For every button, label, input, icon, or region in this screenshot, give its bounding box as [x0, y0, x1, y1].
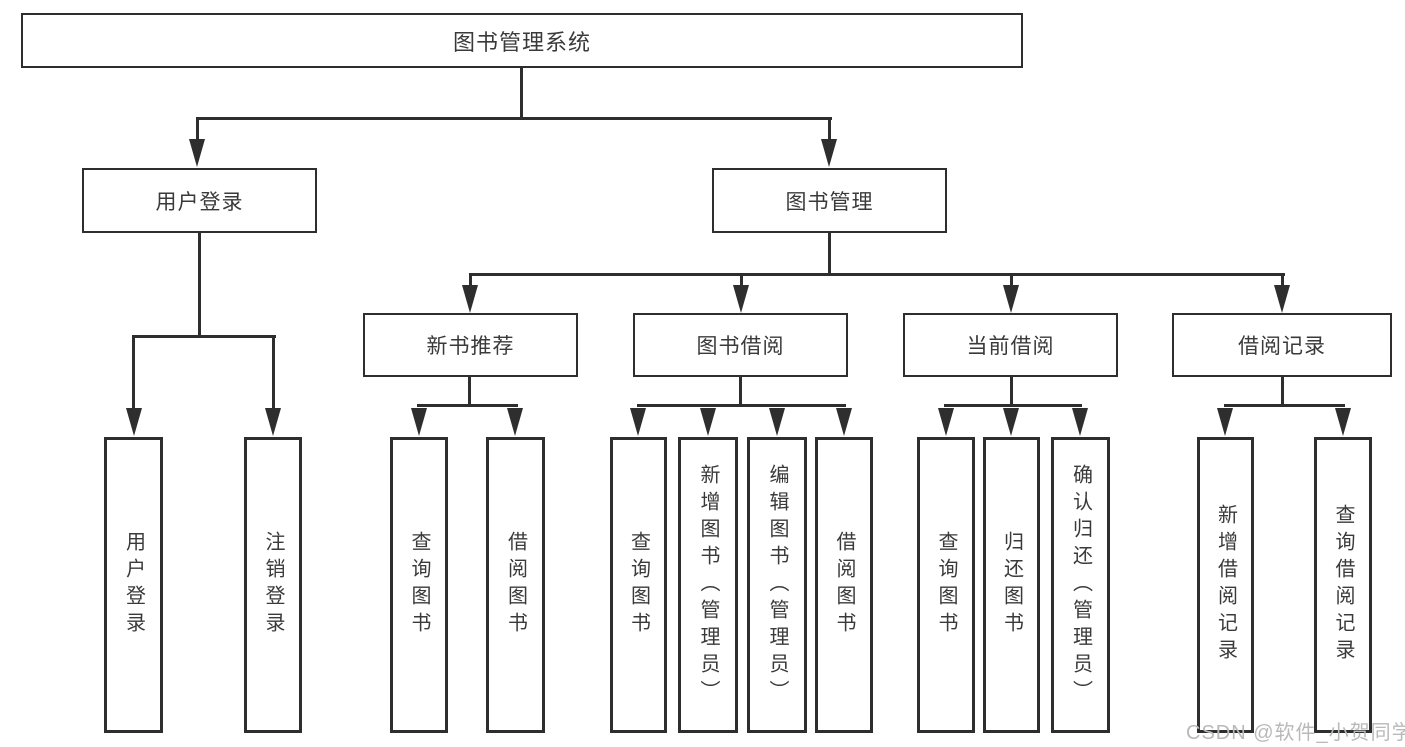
connector-branch	[1224, 404, 1345, 407]
node-label: 编辑图书（管理员）	[766, 463, 788, 707]
node-leaf-confirm-return-admin: 确认归还（管理员）	[1051, 437, 1110, 733]
connector-user-login-stem	[198, 233, 201, 337]
node-leaf-user-login: 用户登录	[104, 437, 163, 733]
arrow-down-icon	[821, 139, 837, 167]
node-leaf-borrow-book-1: 借阅图书	[486, 437, 545, 733]
connector-stem	[1281, 375, 1284, 406]
arrow-down-icon	[700, 408, 716, 436]
arrow-down-icon	[836, 408, 852, 436]
arrow-down-icon	[769, 408, 785, 436]
arrow-down-icon	[507, 408, 523, 436]
node-label: 借阅图书	[504, 531, 527, 639]
arrow-down-icon	[265, 408, 281, 436]
node-label: 用户登录	[155, 190, 244, 214]
node-leaf-borrow-book-2: 借阅图书	[815, 437, 873, 733]
connector-branch	[417, 404, 518, 407]
node-leaf-query-books-2: 查询图书	[610, 437, 667, 733]
connector-book-mgmt-branch	[469, 273, 1285, 276]
connector-root-stem	[520, 68, 523, 118]
connector-stem	[739, 375, 742, 406]
arrow-down-icon	[1335, 408, 1351, 436]
connector-root-branch	[196, 117, 832, 120]
node-label: 新增借阅记录	[1214, 504, 1237, 666]
node-label: 当前借阅	[966, 335, 1055, 358]
node-leaf-edit-book-admin: 编辑图书（管理员）	[747, 437, 807, 733]
node-label: 图书借阅	[696, 335, 785, 358]
node-label: 图书管理	[785, 190, 874, 214]
connector-stub	[1281, 273, 1284, 287]
connector-branch	[944, 404, 1082, 407]
arrow-down-icon	[462, 285, 478, 313]
node-leaf-query-borrow-record: 查询借阅记录	[1314, 437, 1372, 733]
node-label: 查询图书	[935, 531, 957, 639]
node-label: 查询图书	[408, 531, 430, 639]
node-book-borrowing: 图书借阅	[633, 313, 848, 377]
node-leaf-query-books-1: 查询图书	[390, 437, 448, 733]
node-user-login: 用户登录	[82, 168, 317, 233]
node-book-management: 图书管理	[712, 168, 947, 233]
node-label: 用户登录	[122, 531, 145, 639]
node-leaf-add-book-admin: 新增图书（管理员）	[678, 437, 738, 733]
connector-book-mgmt-stem	[828, 233, 831, 276]
connector-stub	[469, 273, 472, 287]
arrow-down-icon	[1274, 285, 1290, 313]
node-label: 新书推荐	[426, 335, 515, 358]
arrow-down-icon	[1003, 408, 1019, 436]
arrow-down-icon	[630, 408, 646, 436]
arrow-down-icon	[126, 408, 142, 436]
arrow-down-icon	[411, 408, 427, 436]
node-label: 借阅图书	[833, 531, 855, 639]
connector-stub	[272, 335, 275, 410]
arrow-down-icon	[1003, 285, 1019, 313]
node-label: 确认归还（管理员）	[1069, 463, 1092, 707]
node-root-library-system: 图书管理系统	[21, 13, 1023, 68]
arrow-down-icon	[1072, 408, 1088, 436]
arrow-down-icon	[938, 408, 954, 436]
node-leaf-logout: 注销登录	[244, 437, 302, 733]
connector-stub	[1010, 273, 1013, 287]
node-label: 查询借阅记录	[1332, 504, 1354, 666]
connector-stub	[196, 117, 199, 141]
node-leaf-add-borrow-record: 新增借阅记录	[1197, 437, 1254, 733]
arrow-down-icon	[733, 285, 749, 313]
connector-stem	[1010, 375, 1013, 406]
node-label: 注销登录	[262, 531, 284, 639]
connector-stem	[468, 375, 471, 406]
connector-stub	[828, 117, 831, 141]
node-label: 图书管理系统	[452, 29, 591, 55]
node-new-book-recommendation: 新书推荐	[363, 313, 578, 377]
arrow-down-icon	[189, 139, 205, 167]
node-borrowing-records: 借阅记录	[1172, 313, 1392, 377]
csdn-watermark: CSDN @软件_小贺同学	[1186, 722, 1405, 744]
connector-stub	[132, 335, 135, 410]
connector-branch	[637, 404, 846, 407]
node-label: 查询图书	[627, 531, 650, 639]
node-label: 归还图书	[1000, 531, 1023, 639]
node-label: 借阅记录	[1238, 335, 1326, 358]
connector-stub	[740, 273, 743, 287]
node-label: 新增图书（管理员）	[697, 463, 719, 707]
node-leaf-return-book: 归还图书	[983, 437, 1040, 733]
arrow-down-icon	[1217, 408, 1233, 436]
connector-user-login-branch	[132, 335, 276, 338]
node-leaf-query-books-3: 查询图书	[917, 437, 975, 733]
node-current-borrowing: 当前借阅	[903, 313, 1118, 377]
